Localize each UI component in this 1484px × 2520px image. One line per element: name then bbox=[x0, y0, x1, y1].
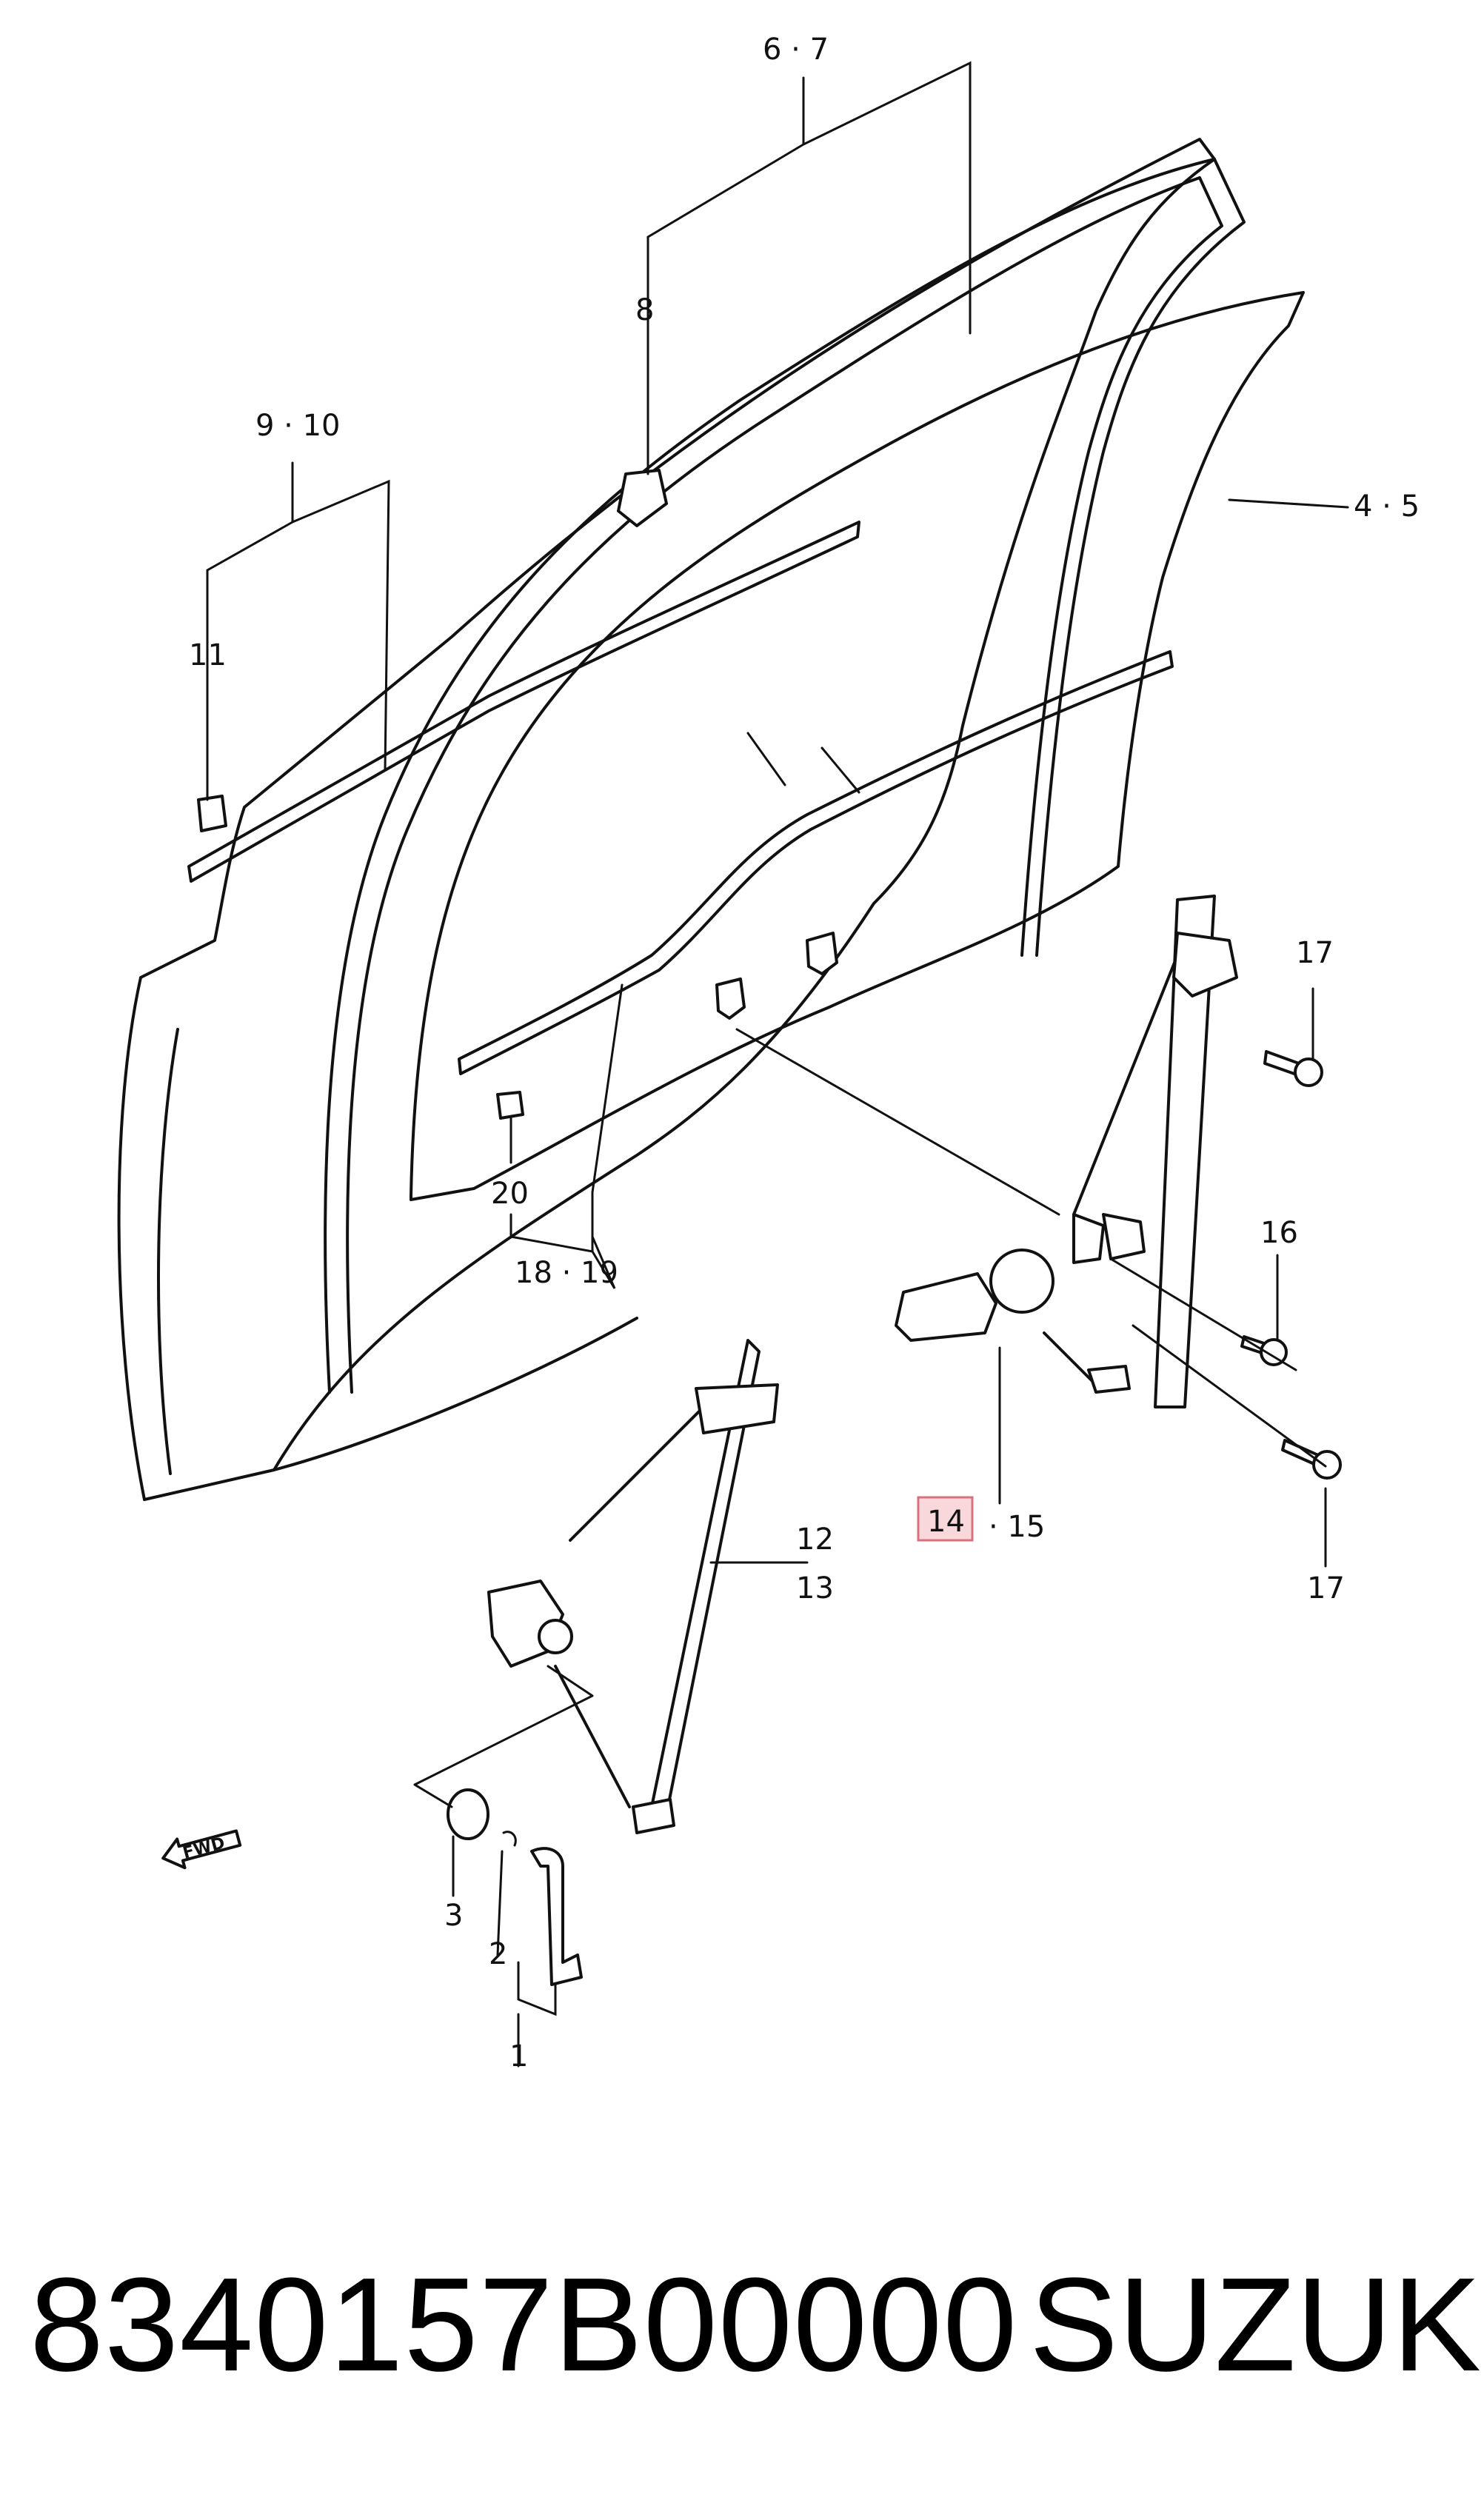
callout-8: 8 bbox=[635, 293, 654, 327]
belt-weatherstrips bbox=[187, 521, 1174, 1075]
door-sash-run-channel bbox=[324, 158, 1246, 1394]
leader-lines bbox=[206, 61, 1349, 2068]
clips bbox=[197, 469, 838, 1120]
exploded-parts-diagram: FWD 6 · 7 8 9 · 10 11 4 · 5 17 16 17 14 … bbox=[117, 33, 1420, 2073]
callout-2: 2 bbox=[489, 1937, 507, 1971]
callout-17-bottom: 17 bbox=[1307, 1571, 1345, 1605]
callout-12: 12 bbox=[796, 1523, 834, 1557]
callout-20: 20 bbox=[491, 1177, 529, 1211]
door-glass bbox=[410, 291, 1305, 1201]
forward-arrow-icon: FWD bbox=[161, 1829, 242, 1870]
power-window-regulator bbox=[895, 895, 1238, 1408]
fwd-label: FWD bbox=[181, 1834, 227, 1863]
callout-15: · 15 bbox=[989, 1510, 1045, 1544]
part-number: 8340157B00000 bbox=[30, 2250, 1018, 2399]
callout-labels: 6 · 7 8 9 · 10 11 4 · 5 17 16 17 14 · 15… bbox=[189, 33, 1420, 2073]
callout-6-7: 6 · 7 bbox=[763, 33, 829, 67]
door-panel bbox=[117, 138, 1216, 1501]
callout-9-10: 9 · 10 bbox=[255, 409, 341, 443]
callout-13: 13 bbox=[796, 1571, 834, 1605]
callout-18-19: 18 · 19 bbox=[515, 1256, 618, 1290]
callout-17-top: 17 bbox=[1296, 936, 1334, 970]
callout-16: 16 bbox=[1260, 1216, 1298, 1250]
callout-11: 11 bbox=[189, 638, 227, 672]
callout-3: 3 bbox=[444, 1899, 463, 1933]
callout-4-5: 4 · 5 bbox=[1354, 489, 1420, 524]
callout-1: 1 bbox=[509, 2039, 528, 2073]
handle-parts bbox=[447, 1788, 583, 1986]
brand-name: SUZUKI bbox=[1029, 2250, 1484, 2399]
callout-14-highlight bbox=[917, 1496, 974, 1542]
callout-14: 14 bbox=[927, 1505, 965, 1539]
manual-window-regulator bbox=[487, 1339, 779, 1834]
bolts bbox=[1240, 1050, 1342, 1480]
